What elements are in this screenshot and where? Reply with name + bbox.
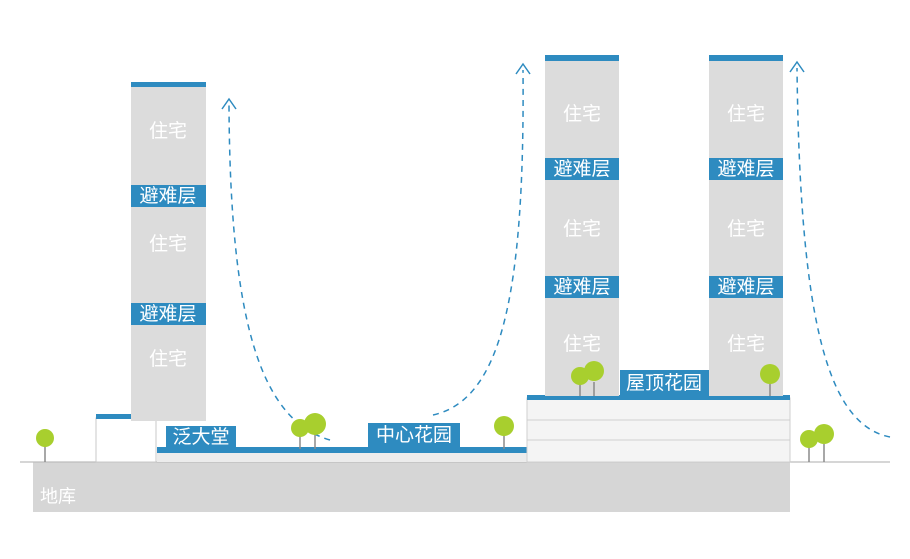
tower-left-roof — [131, 82, 206, 87]
tower-left-refuge-2 — [131, 303, 206, 325]
tower-right-refuge-2 — [709, 276, 783, 298]
airflow-arrow-left — [228, 104, 331, 441]
basement-label: 地库 — [40, 487, 76, 508]
arrowhead-right-icon — [789, 60, 805, 73]
tree-garden-right — [494, 416, 514, 449]
tower-middle-refuge-1 — [545, 158, 619, 180]
podium-right — [526, 397, 791, 463]
tree-pair-far-right — [800, 424, 834, 462]
lobby-label: 泛大堂 — [172, 426, 229, 448]
roof-garden-label: 屋顶花园 — [626, 372, 702, 394]
lobby-label-box — [166, 426, 236, 448]
tower-middle-residential-3: 住宅 — [563, 333, 601, 355]
roof-garden-box — [620, 370, 709, 396]
airflow-arrow-right — [796, 67, 891, 438]
tower-right-body — [709, 61, 783, 396]
tower-middle-refuge-2 — [545, 276, 619, 298]
podium-right-roof — [527, 395, 790, 400]
tower-middle-residential-1: 住宅 — [563, 103, 601, 125]
airflow-arrow-middle — [432, 69, 524, 416]
tower-left-refuge-1 — [131, 185, 206, 207]
tower-left-refuge-label-2: 避难层 — [139, 303, 196, 325]
tower-left-residential-1: 住宅 — [149, 120, 187, 142]
tree-pair-roof — [571, 361, 604, 396]
tower-right-refuge-label-2: 避难层 — [717, 276, 774, 298]
tower-right-roof — [709, 55, 783, 61]
central-garden-label-box — [368, 423, 460, 447]
tower-middle-roof — [545, 55, 619, 61]
arrowhead-middle-icon — [515, 62, 531, 75]
tower-left-residential-2: 住宅 — [149, 233, 187, 255]
podium-left-roof — [96, 414, 156, 419]
central-garden-label: 中心花园 — [376, 424, 452, 446]
tower-right-residential-3: 住宅 — [727, 333, 765, 355]
tree-pair-garden — [291, 413, 326, 449]
tower-right-residential-1: 住宅 — [727, 103, 765, 125]
basement-block — [33, 462, 790, 512]
tower-middle-refuge-label-1: 避难层 — [553, 158, 610, 180]
podium-left — [95, 417, 157, 463]
tower-left-refuge-label-1: 避难层 — [139, 185, 196, 207]
tower-right-refuge-1 — [709, 158, 783, 180]
tower-right-refuge-label-1: 避难层 — [717, 158, 774, 180]
lobby-platform-base — [157, 453, 527, 462]
tower-right-residential-2: 住宅 — [727, 218, 765, 240]
arrowhead-left-icon — [221, 97, 237, 110]
tower-middle-residential-2: 住宅 — [563, 218, 601, 240]
tower-left-body — [131, 87, 206, 421]
tower-middle-refuge-label-2: 避难层 — [553, 276, 610, 298]
tower-left-residential-3: 住宅 — [149, 348, 187, 370]
tree-left — [36, 429, 54, 462]
lobby-platform — [157, 447, 527, 453]
tree-roof-right — [760, 364, 780, 396]
tower-middle-body — [545, 61, 619, 396]
